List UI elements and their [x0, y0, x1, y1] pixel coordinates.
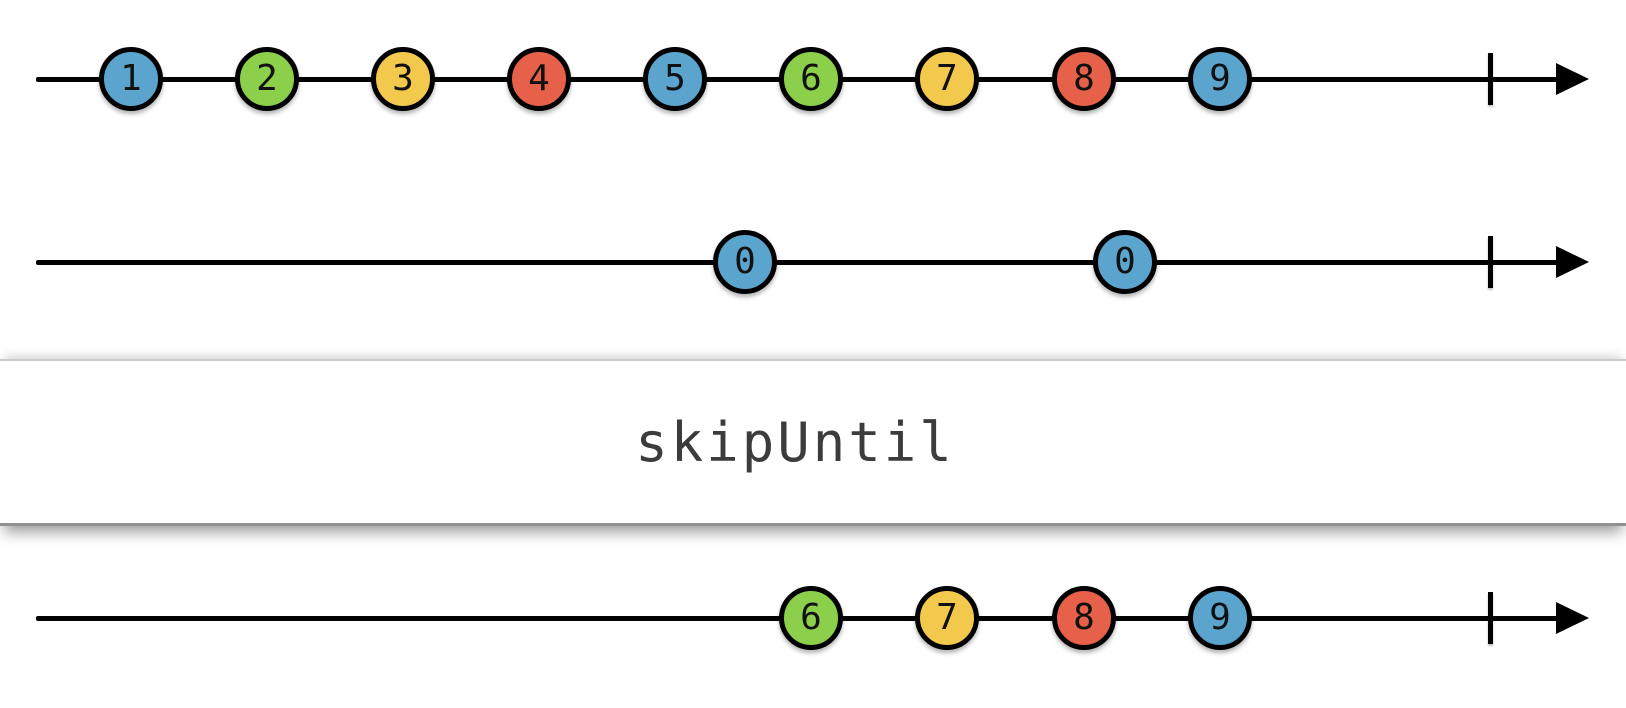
completion-tick[interactable] [1487, 236, 1493, 288]
marble[interactable]: 9 [1188, 47, 1252, 111]
marble[interactable]: 5 [643, 47, 707, 111]
marble: 6 [779, 586, 843, 650]
operator-label: skipUntil [635, 410, 955, 474]
marble[interactable]: 3 [371, 47, 435, 111]
marble[interactable]: 1 [99, 47, 163, 111]
completion-tick [1487, 592, 1493, 644]
arrowhead-icon [1556, 63, 1589, 95]
marble[interactable]: 2 [235, 47, 299, 111]
marble[interactable]: 6 [779, 47, 843, 111]
timeline-line [36, 259, 1560, 265]
marble[interactable]: 8 [1052, 47, 1116, 111]
marble: 9 [1188, 586, 1252, 650]
completion-tick[interactable] [1487, 53, 1493, 105]
marble: 8 [1052, 586, 1116, 650]
marble[interactable]: 0 [713, 230, 777, 294]
marble: 7 [915, 586, 979, 650]
arrowhead-icon [1556, 246, 1589, 278]
operator-band: skipUntil [0, 359, 1626, 526]
marble[interactable]: 7 [915, 47, 979, 111]
arrowhead-icon [1556, 602, 1589, 634]
marble[interactable]: 4 [507, 47, 571, 111]
marble[interactable]: 0 [1093, 230, 1157, 294]
